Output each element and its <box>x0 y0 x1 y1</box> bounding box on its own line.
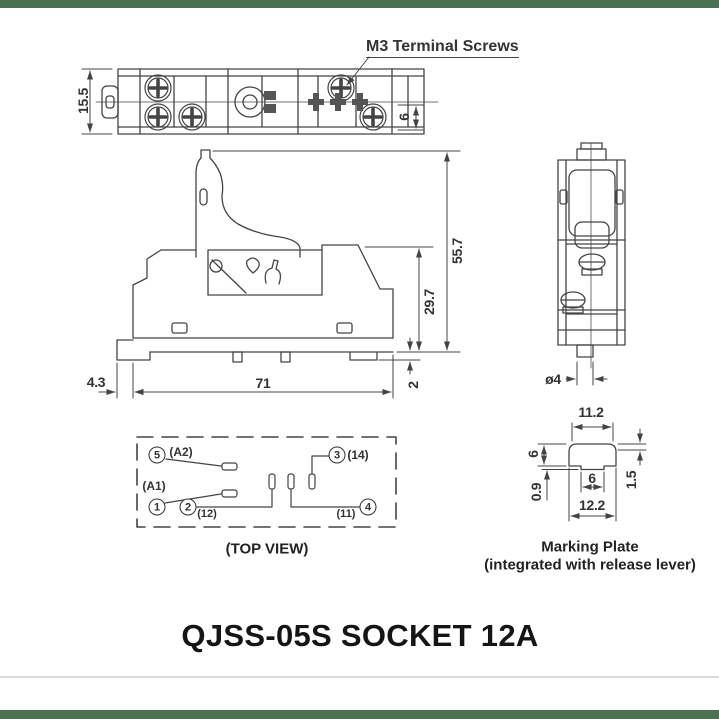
dim-11-2: 11.2 <box>578 404 604 420</box>
m3-terminal-screws-label: M3 Terminal Screws <box>366 38 519 58</box>
pin-5-label: (A2) <box>169 445 193 459</box>
side-screws <box>561 254 605 313</box>
contact-terminals <box>264 91 368 113</box>
dim-6-plate: 6 <box>525 450 541 458</box>
mounting-boss <box>577 345 593 357</box>
dim-6-top: 6 <box>396 113 412 121</box>
pin-4-label: (11) <box>336 508 356 520</box>
side-view-drawing <box>99 150 460 398</box>
pin-1-label: (A1) <box>142 479 166 493</box>
dim-1-5: 1.5 <box>623 470 639 490</box>
release-lever <box>196 150 300 257</box>
pin-3: 3 <box>328 446 346 464</box>
heart-cutout <box>247 258 260 273</box>
pin-5: 5 <box>148 446 166 464</box>
top-accent-bar <box>0 0 719 8</box>
pin-4: 4 <box>359 498 377 516</box>
dim-55-7: 55.7 <box>449 237 465 265</box>
side-dim-lines <box>99 151 460 398</box>
m3-leader-line <box>347 57 369 85</box>
plate-dim-lines <box>538 423 646 521</box>
dim-71: 71 <box>255 375 271 391</box>
dim-15-5-lines <box>82 69 112 134</box>
pin-3-label: (14) <box>347 448 369 462</box>
end-view-drawing <box>558 143 625 385</box>
dim-6-rib: 6 <box>588 470 596 486</box>
dim-12-2: 12.2 <box>578 497 606 513</box>
dim-29-7: 29.7 <box>421 288 437 316</box>
pin-1: 1 <box>148 498 166 516</box>
marking-plate-subcaption: (integrated with release lever) <box>484 556 696 574</box>
dim-0-9: 0.9 <box>528 482 544 502</box>
dim-4-3: 4.3 <box>86 374 106 390</box>
marking-plate-drawing <box>538 423 646 521</box>
dim-o4-lines <box>566 362 607 385</box>
center-hole <box>235 87 265 117</box>
latch-hook <box>265 260 280 284</box>
din-clip-top-view <box>102 86 118 118</box>
dim-o4: ø4 <box>545 371 561 387</box>
pin-2: 2 <box>179 498 197 516</box>
dim-2: 2 <box>405 381 421 389</box>
dim-15-5: 15.5 <box>75 87 91 115</box>
top-view-drawing <box>82 57 438 134</box>
bottom-accent-bar <box>0 710 719 719</box>
top-view-caption: (TOP VIEW) <box>225 540 309 558</box>
footer-divider <box>0 676 719 678</box>
pin-2-label: (12) <box>197 508 217 520</box>
page-title: QJSS-05S SOCKET 12A <box>181 618 539 653</box>
terminal-layout-drawing <box>137 437 396 527</box>
terminal-screws <box>145 75 386 130</box>
dim-6-top-lines <box>398 105 424 130</box>
marking-plate-caption: Marking Plate <box>541 538 639 556</box>
